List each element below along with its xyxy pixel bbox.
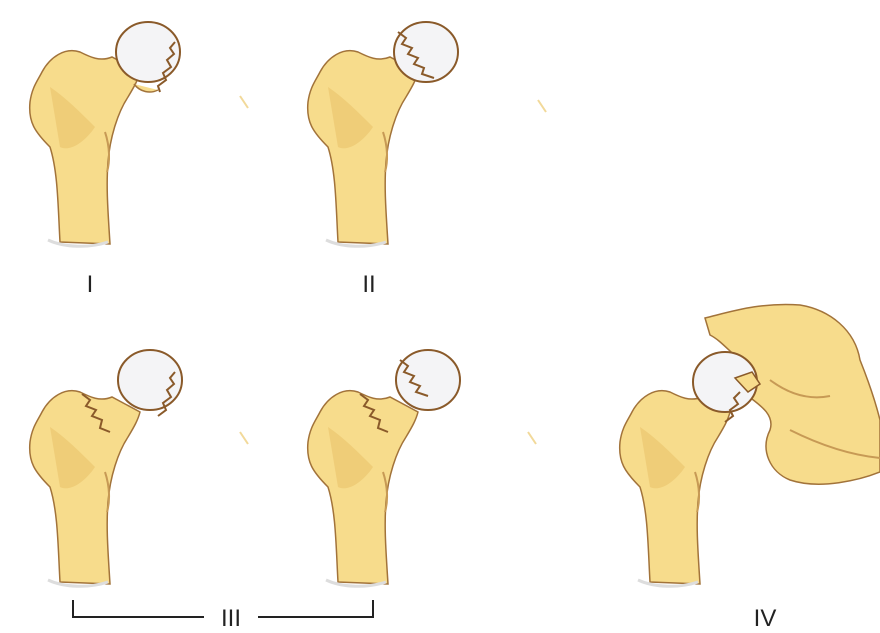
artifact-mark (240, 432, 248, 444)
artifact-mark (240, 96, 248, 108)
bracket-right (258, 600, 373, 617)
bracket-left (73, 600, 204, 617)
panel-iii-a-femur (30, 350, 182, 586)
panel-ii-femur (308, 22, 458, 246)
panel-label-ii: II (362, 271, 375, 298)
panel-label-iv: IV (754, 605, 777, 632)
panel-i-femur (30, 22, 180, 246)
panel-iv-femur-and-pelvis (620, 304, 880, 586)
panel-iii-b-femur (308, 350, 460, 586)
artifact-mark (538, 100, 546, 112)
panel-label-i: I (87, 271, 94, 298)
artifact-mark (528, 432, 536, 444)
panel-label-iii: III (221, 605, 241, 632)
